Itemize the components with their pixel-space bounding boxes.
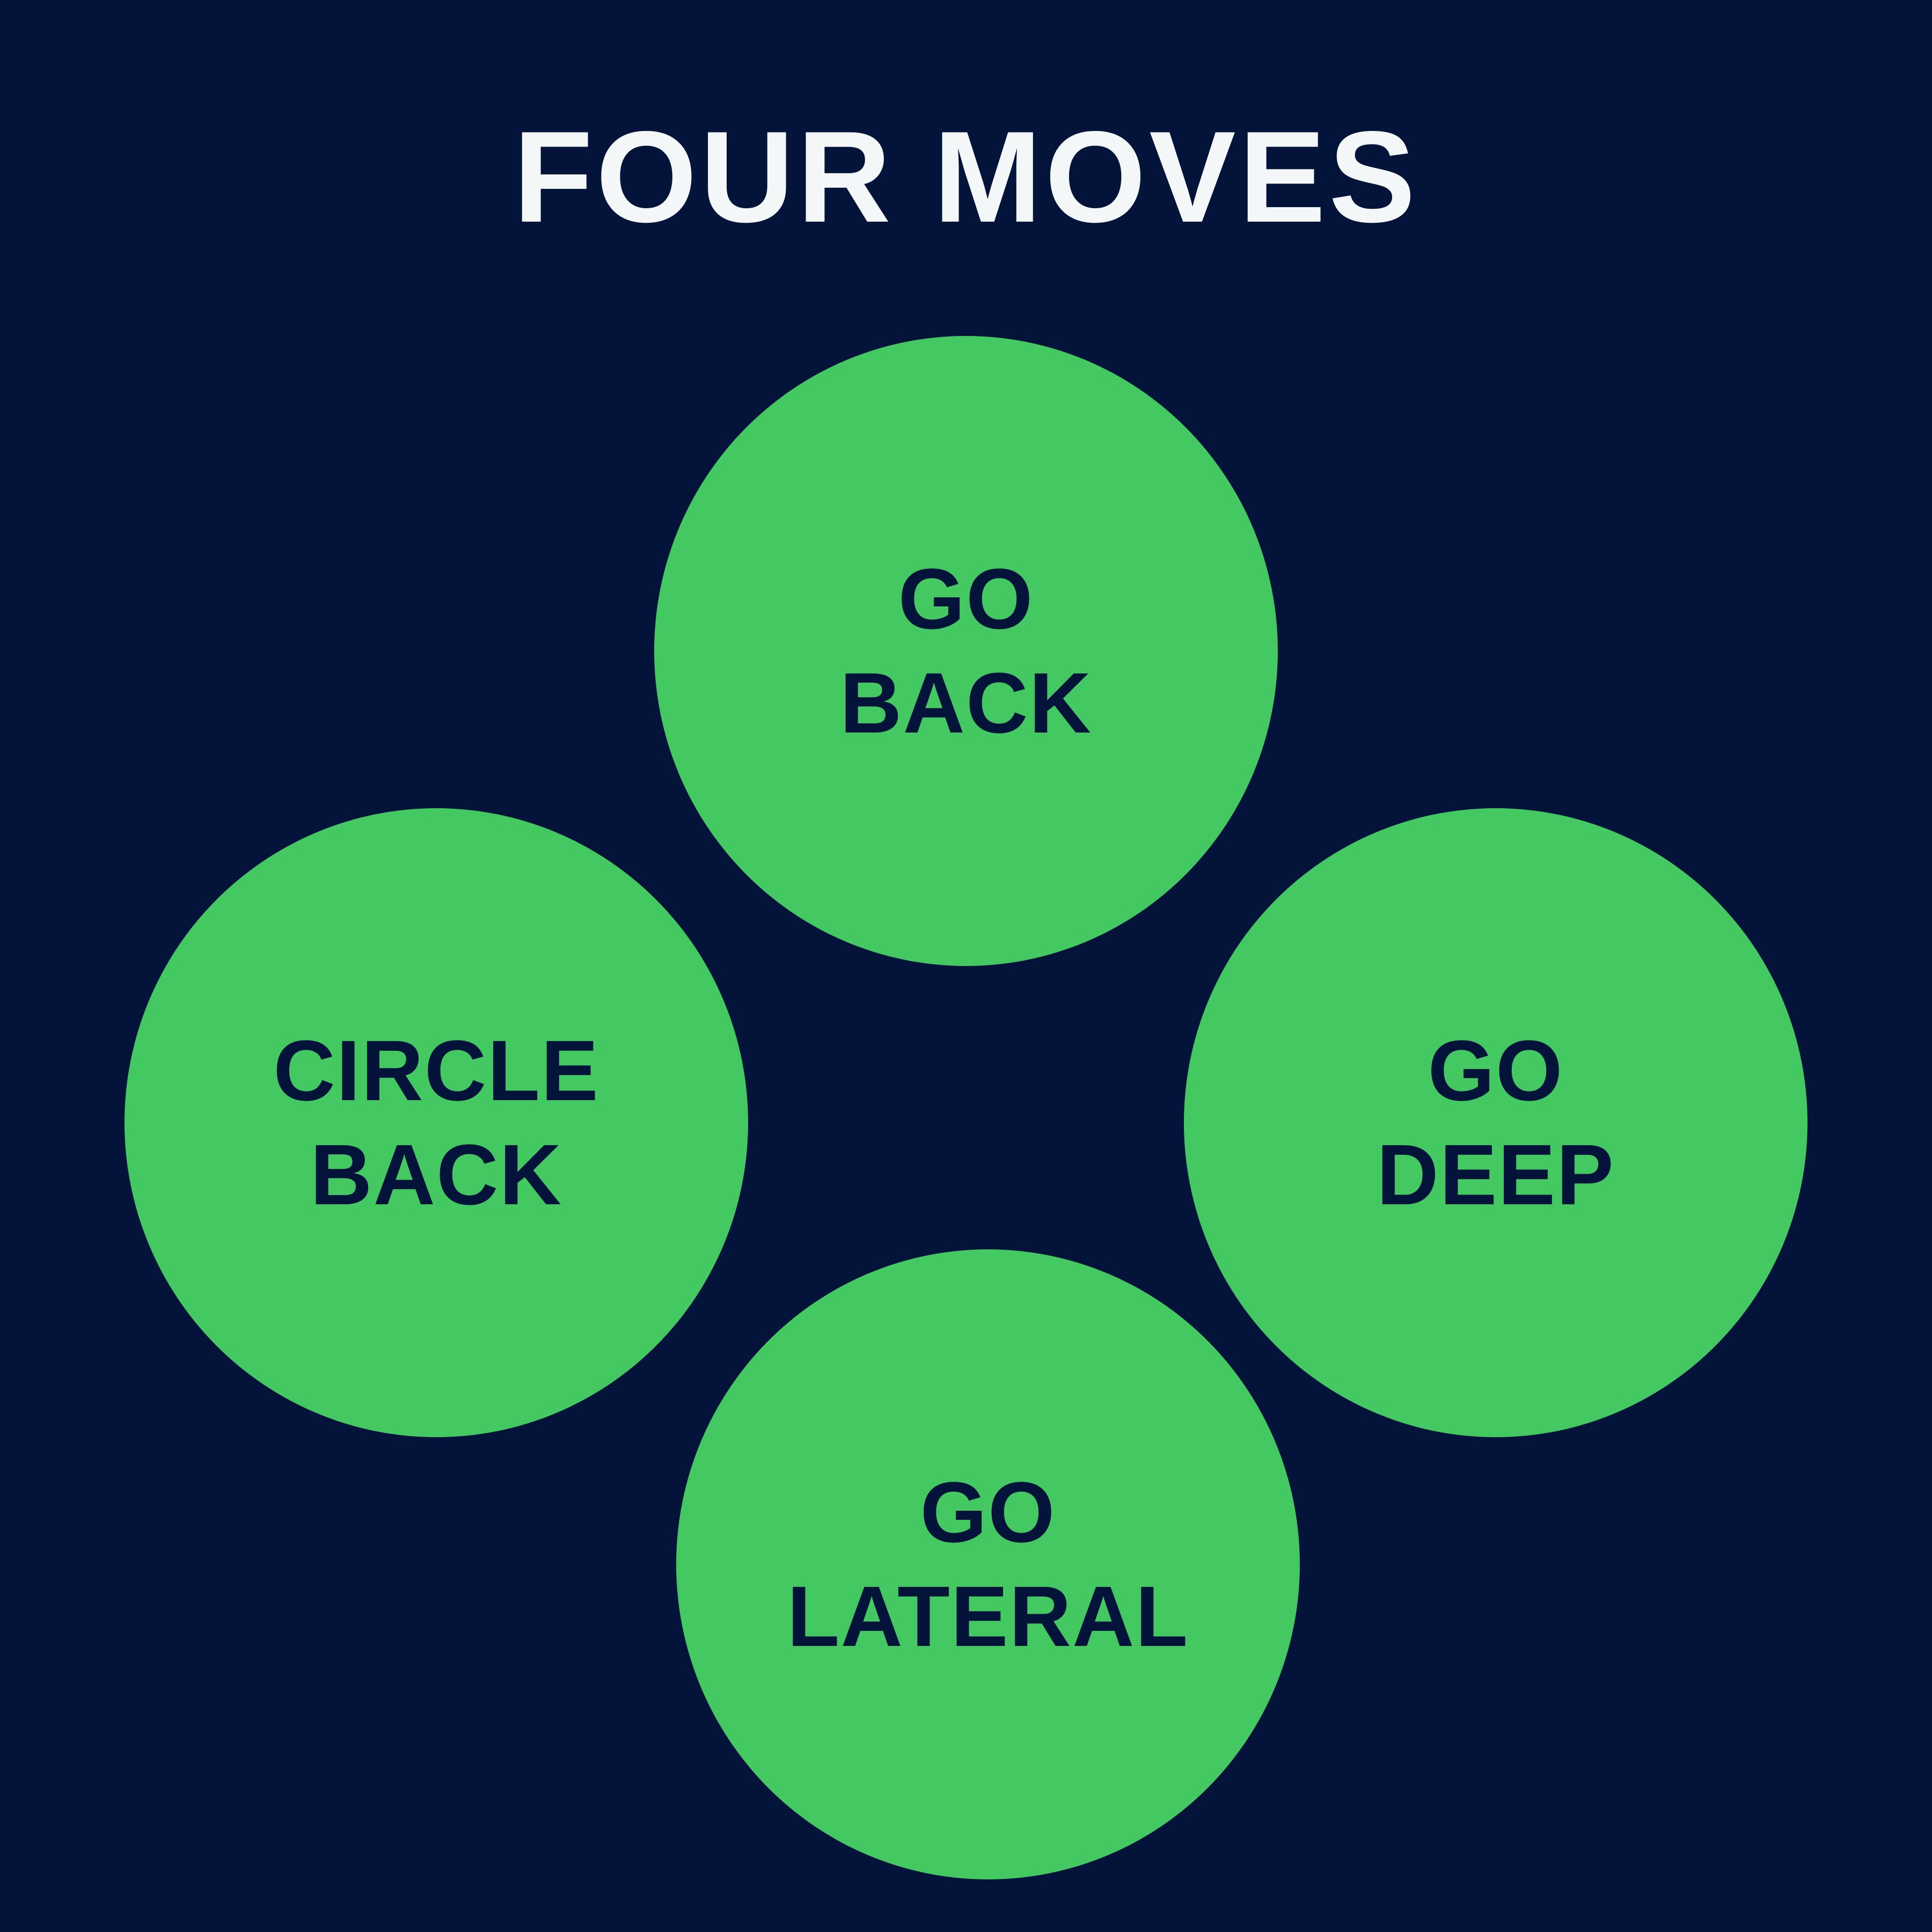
move-circle-go-deep: GO DEEP (1184, 808, 1807, 1437)
move-label-line: GO (898, 551, 1034, 647)
move-label-line: BACK (839, 655, 1093, 751)
move-label-line: CIRCLE (273, 1022, 599, 1118)
move-label-line: DEEP (1377, 1126, 1615, 1223)
move-label-line: BACK (310, 1126, 563, 1223)
move-label-line: LATERAL (787, 1568, 1189, 1664)
move-circle-go-lateral: GO LATERAL (676, 1249, 1300, 1879)
move-circle-circle-back: CIRCLE BACK (125, 808, 748, 1437)
move-label-line: GO (920, 1464, 1056, 1560)
page-title: FOUR MOVES (513, 105, 1419, 250)
move-circle-go-back: GO BACK (654, 336, 1278, 966)
move-label-line: GO (1428, 1022, 1564, 1118)
